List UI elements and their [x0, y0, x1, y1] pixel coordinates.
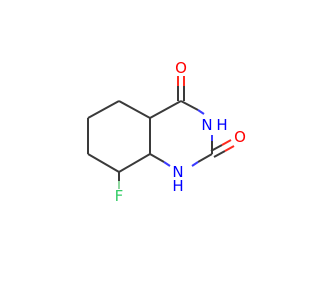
bond-c2-o-a — [210, 144, 223, 152]
atom-label-n1: N — [172, 163, 183, 181]
bond-n1-c8a-n-part — [163, 161, 171, 167]
carbonyl-top — [177, 76, 185, 101]
bond-c4a-c4 — [149, 100, 182, 119]
bond-c4-n3-n-part — [197, 109, 205, 115]
atom-label-n1-hydrogen: H — [172, 177, 183, 195]
cyclohexane-ring — [87, 100, 151, 173]
bond-n1-c8a — [149, 153, 165, 163]
molecule-structure-diagram: O O N H N H F — [87, 59, 246, 205]
bond-c2-n1 — [197, 153, 213, 163]
atom-label-n3: N — [201, 116, 212, 134]
atom-label-n3-hydrogen: H — [216, 116, 227, 134]
bond-c2-o-a-o-part — [221, 139, 232, 146]
atom-label-o-top: O — [175, 59, 187, 77]
bond-c4-n3 — [180, 100, 199, 111]
bond-c2-o-b — [213, 150, 226, 158]
bond-c2-o-b-o-part — [224, 145, 235, 152]
bond-c7-c8 — [87, 153, 120, 173]
atom-label-f: F — [115, 187, 124, 205]
bond-c5-c6 — [87, 100, 120, 119]
atom-label-o-right: O — [234, 128, 246, 146]
bond-c4a-c5 — [118, 100, 151, 119]
bond-c8-c8a — [118, 153, 151, 173]
carbonyl-right — [210, 139, 235, 158]
bond-c2-n1-n-part — [191, 161, 199, 167]
pyrimidinedione-ring — [149, 100, 213, 167]
